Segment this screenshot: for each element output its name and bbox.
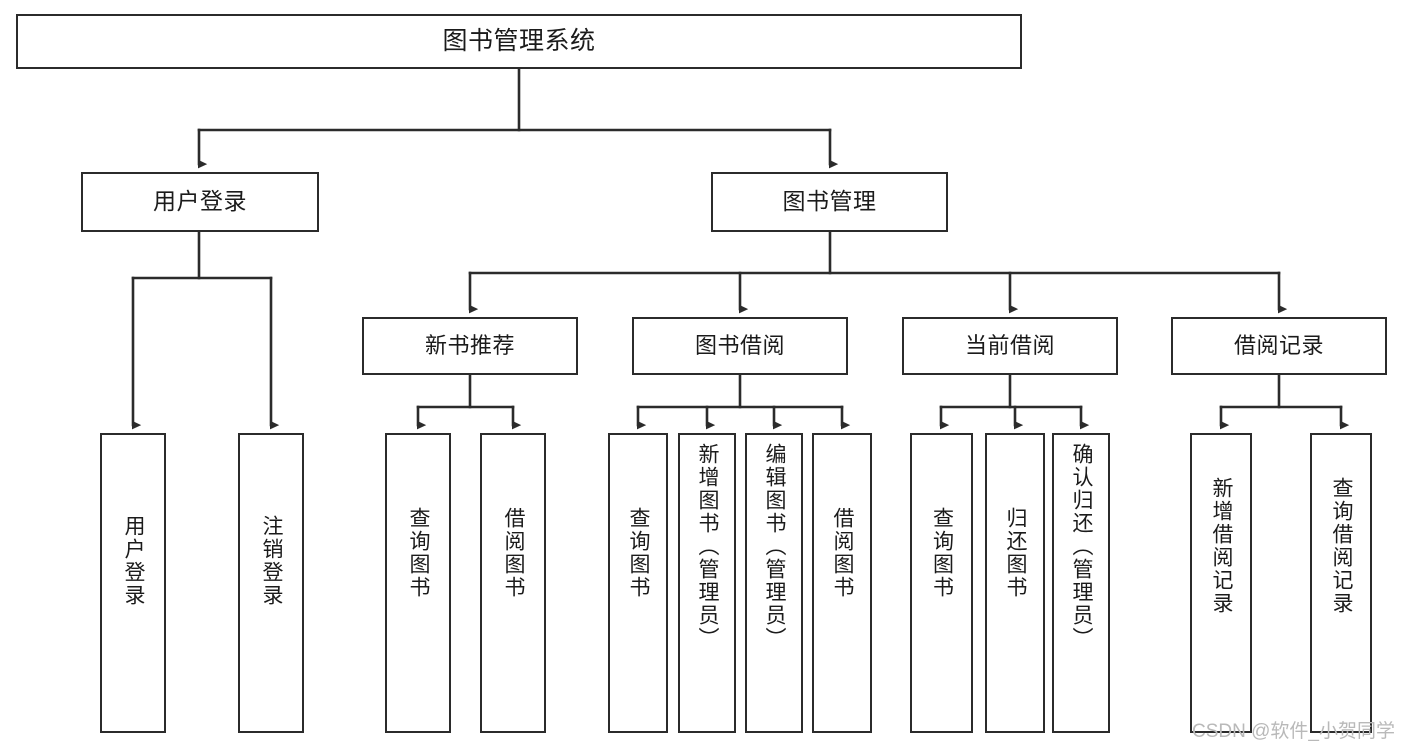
node-leaf-user-logout-label: 注销登录 <box>260 515 284 607</box>
node-leaf-add-book-admin-label: 新增图书（管理员） <box>696 443 720 650</box>
connectors-book-management <box>468 230 1288 314</box>
connectors-root <box>197 67 839 169</box>
node-leaf-borrow-book[interactable]: 借阅图书 <box>812 433 872 733</box>
node-leaf-add-borrow-record-label: 新增借阅记录 <box>1210 477 1234 615</box>
node-new-book-recommend[interactable]: 新书推荐 <box>362 317 578 375</box>
node-leaf-add-book-admin[interactable]: 新增图书（管理员） <box>678 433 736 733</box>
node-leaf-borrow-book-recommend-label: 借阅图书 <box>502 507 526 599</box>
connectors-borrow-records <box>1219 373 1350 430</box>
node-leaf-confirm-return-admin[interactable]: 确认归还（管理员） <box>1052 433 1110 733</box>
node-user-login-label: 用户登录 <box>153 188 247 215</box>
node-leaf-query-book-borrow[interactable]: 查询图书 <box>608 433 668 733</box>
node-leaf-user-login-label: 用户登录 <box>122 515 146 607</box>
connectors-new-book-recommend <box>416 373 522 430</box>
node-leaf-confirm-return-admin-label: 确认归还（管理员） <box>1070 443 1094 650</box>
node-leaf-user-login[interactable]: 用户登录 <box>100 433 166 733</box>
node-borrow-records-label: 借阅记录 <box>1233 333 1324 359</box>
connectors-book-borrow <box>636 373 851 430</box>
node-leaf-query-book-current-label: 查询图书 <box>930 507 954 599</box>
node-leaf-borrow-book-label: 借阅图书 <box>831 507 855 599</box>
node-borrow-records[interactable]: 借阅记录 <box>1171 317 1387 375</box>
node-leaf-edit-book-admin-label: 编辑图书（管理员） <box>763 443 787 650</box>
node-book-borrow-label: 图书借阅 <box>694 333 785 359</box>
node-root-label: 图书管理系统 <box>442 26 596 55</box>
connectors-current-borrow <box>939 373 1090 430</box>
node-current-borrow[interactable]: 当前借阅 <box>902 317 1118 375</box>
node-leaf-query-book-recommend-label: 查询图书 <box>407 507 431 599</box>
node-leaf-query-borrow-record[interactable]: 查询借阅记录 <box>1310 433 1372 733</box>
node-leaf-return-book-label: 归还图书 <box>1004 507 1028 599</box>
node-leaf-query-book-recommend[interactable]: 查询图书 <box>385 433 451 733</box>
node-leaf-edit-book-admin[interactable]: 编辑图书（管理员） <box>745 433 803 733</box>
node-new-book-recommend-label: 新书推荐 <box>424 333 515 359</box>
node-book-borrow[interactable]: 图书借阅 <box>632 317 848 375</box>
node-leaf-add-borrow-record[interactable]: 新增借阅记录 <box>1190 433 1252 733</box>
node-user-login[interactable]: 用户登录 <box>81 172 319 232</box>
node-book-management[interactable]: 图书管理 <box>711 172 948 232</box>
node-root[interactable]: 图书管理系统 <box>16 14 1022 69</box>
node-leaf-query-borrow-record-label: 查询借阅记录 <box>1330 477 1354 615</box>
node-leaf-query-book-borrow-label: 查询图书 <box>627 507 651 599</box>
node-leaf-user-logout[interactable]: 注销登录 <box>238 433 304 733</box>
connectors-user-login <box>131 230 280 430</box>
node-leaf-return-book[interactable]: 归还图书 <box>985 433 1045 733</box>
node-leaf-borrow-book-recommend[interactable]: 借阅图书 <box>480 433 546 733</box>
node-book-management-label: 图书管理 <box>782 188 877 215</box>
node-current-borrow-label: 当前借阅 <box>964 333 1055 359</box>
node-leaf-query-book-current[interactable]: 查询图书 <box>910 433 973 733</box>
